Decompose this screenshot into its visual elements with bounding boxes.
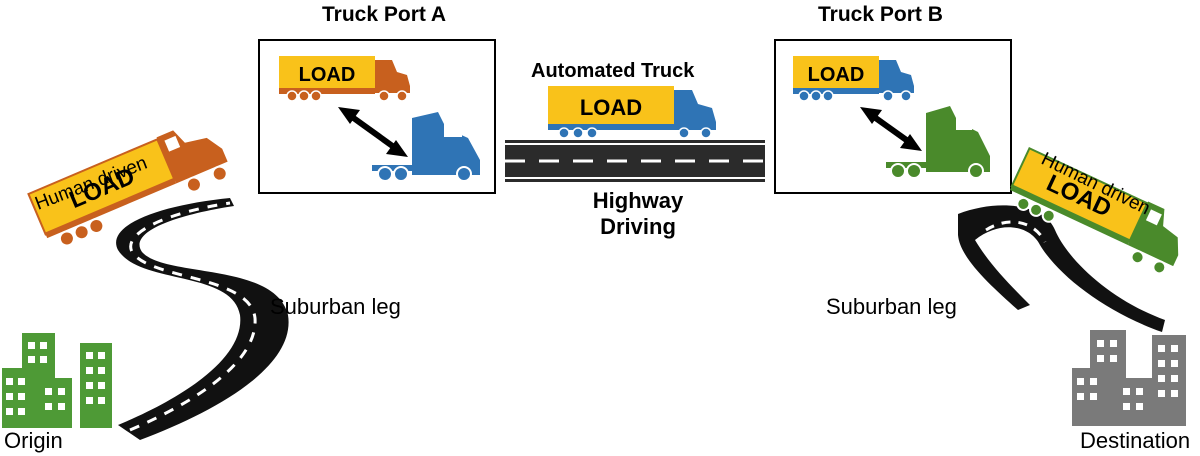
tractor-port-a-blue (372, 112, 480, 182)
truck-port-b-blue: LOAD (793, 56, 914, 102)
suburban-road-left-icon (116, 198, 289, 440)
highway-driving-label: Highway Driving (588, 188, 688, 241)
suburban-leg-right-label: Suburban leg (826, 294, 957, 319)
truck-human-driven-right: LOAD (1010, 146, 1179, 275)
automated-truck: LOAD (548, 86, 716, 139)
truck-port-a-title: Truck Port A (322, 3, 447, 26)
trailer-load-label: LOAD (299, 64, 356, 86)
trailer-load-label: LOAD (580, 95, 642, 120)
highway-road-icon (505, 140, 765, 182)
origin-buildings-icon (2, 333, 112, 428)
swap-arrow-b-icon (860, 107, 922, 151)
truck-port-a-orange: LOAD (279, 56, 410, 102)
truck-port-b-title: Truck Port B (818, 3, 943, 26)
origin-label: Origin (4, 428, 63, 453)
trailer-load-label: LOAD (808, 64, 865, 86)
destination-label: Destination (1080, 428, 1191, 453)
truck-human-driven-left: LOAD (27, 130, 228, 247)
highway-label-line2: Driving (600, 214, 676, 240)
tractor-port-b-green (886, 106, 990, 179)
highway-label-line1: Highway (592, 188, 684, 213)
automated-truck-label: Automated Truck (531, 60, 695, 82)
suburban-leg-left-label: Suburban leg (270, 294, 401, 319)
swap-arrow-a-icon (338, 107, 408, 157)
suburban-road-right-icon (958, 205, 1165, 332)
destination-buildings-icon (1072, 330, 1186, 426)
